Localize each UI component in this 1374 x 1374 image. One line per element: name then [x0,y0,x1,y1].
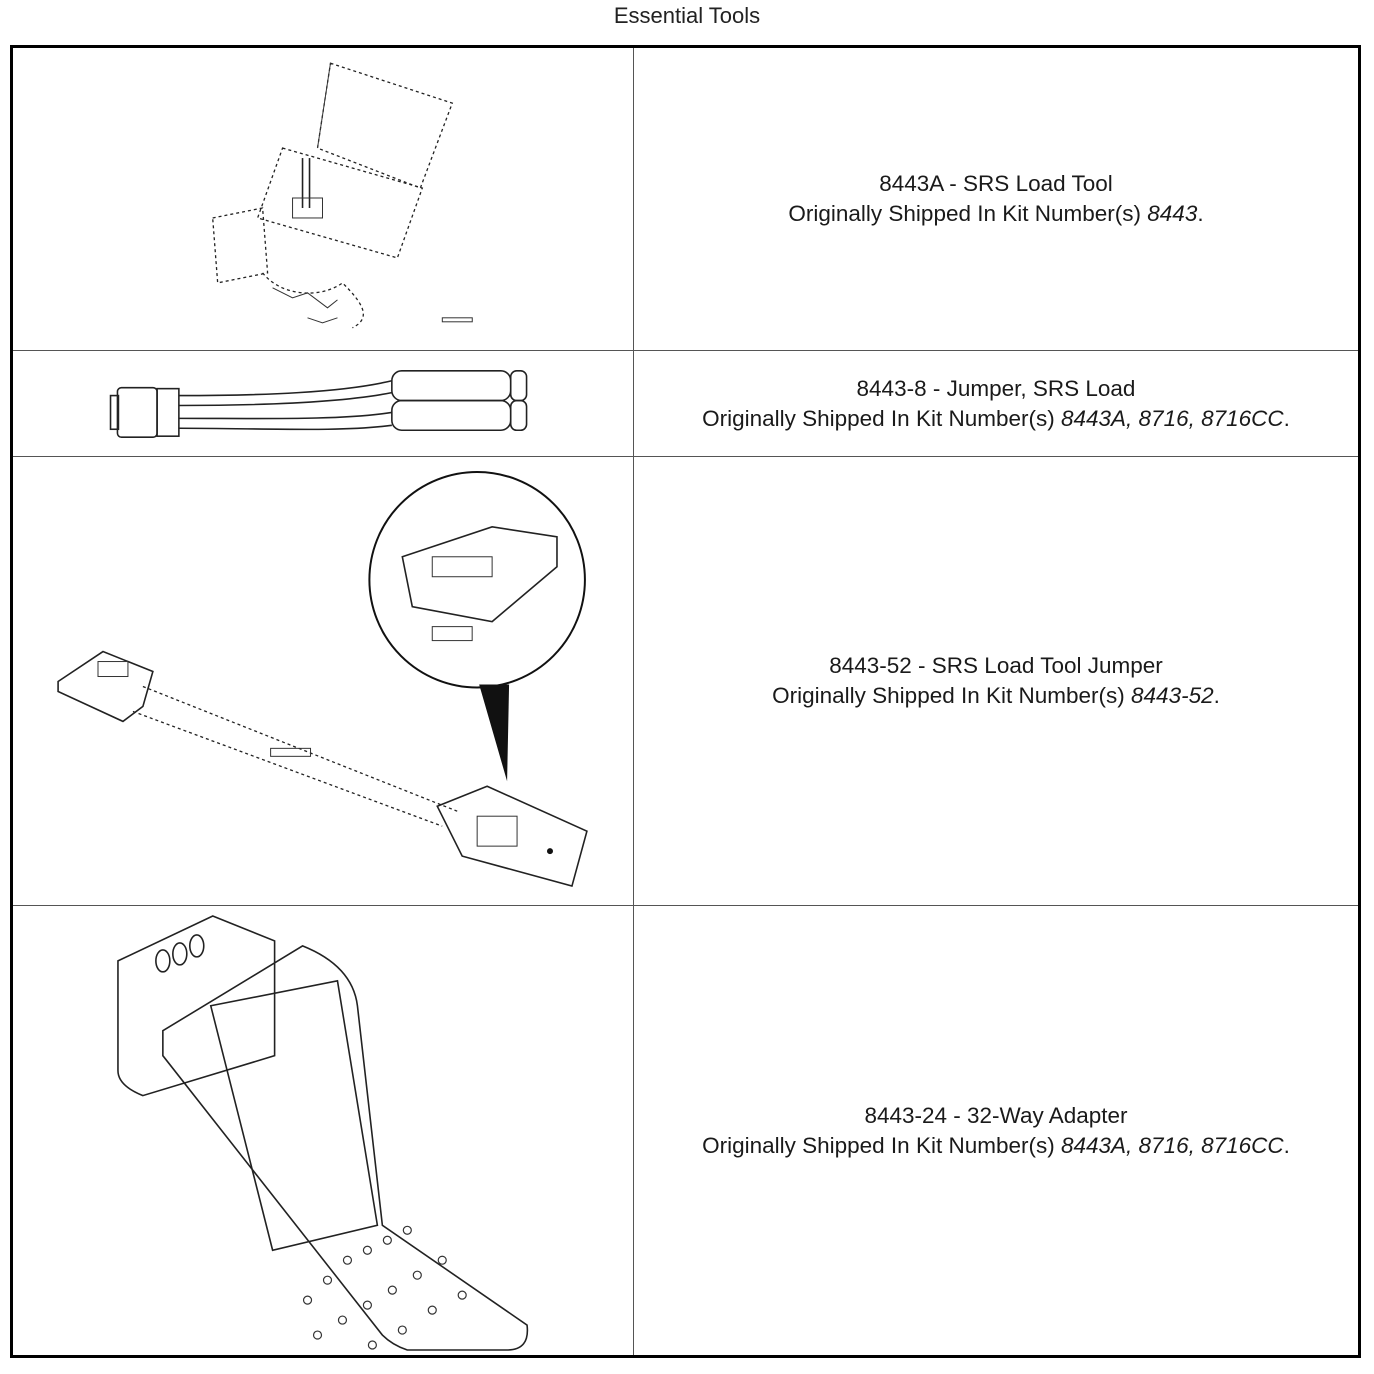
adapter-illustration [117,915,529,1351]
jumper-harness-illustration [57,470,588,888]
tool-shipped-line: Originally Shipped In Kit Number(s) 8443… [702,405,1290,431]
tool-name: 8443-24 - 32-Way Adapter [864,1102,1128,1128]
tool-image-cell [13,457,634,905]
tool-row-8443a: 8443A - SRS Load Tool Originally Shipped… [13,48,1358,350]
tool-name: 8443-52 - SRS Load Tool Jumper [829,653,1163,678]
tool-description: 8443-52 - SRS Load Tool Jumper Originall… [634,457,1358,905]
tool-row-8443-52: 8443-52 - SRS Load Tool Jumper Originall… [13,456,1358,905]
tool-description: 8443A - SRS Load Tool Originally Shipped… [634,48,1358,350]
shipped-prefix: Originally Shipped In Kit Number(s) [702,405,1055,431]
tool-description: 8443-24 - 32-Way Adapter Originally Ship… [634,906,1358,1355]
srs-load-tool-illustration [211,62,473,329]
tool-shipped-line: Originally Shipped In Kit Number(s) 8443… [788,201,1204,226]
tool-name: 8443-8 - Jumper, SRS Load [856,375,1136,401]
kit-numbers: 8443A, 8716, 8716CC [1060,405,1284,431]
kit-numbers: 8443 [1147,201,1198,226]
shipped-prefix: Originally Shipped In Kit Number(s) [788,201,1142,226]
tool-image-cell [13,48,634,350]
tool-row-8443-24: 8443-24 - 32-Way Adapter Originally Ship… [13,905,1358,1355]
kit-numbers: 8443-52 [1131,683,1214,708]
jumper-cable-illustration [109,370,528,438]
kit-numbers: 8443A, 8716, 8716CC [1060,1132,1284,1158]
tool-shipped-line: Originally Shipped In Kit Number(s) 8443… [772,683,1220,708]
shipped-prefix: Originally Shipped In Kit Number(s) [702,1132,1055,1158]
tool-shipped-line: Originally Shipped In Kit Number(s) 8443… [702,1132,1290,1158]
tool-description: 8443-8 - Jumper, SRS Load Originally Shi… [634,351,1358,456]
tool-image-cell [13,351,634,456]
tool-row-8443-8: 8443-8 - Jumper, SRS Load Originally Shi… [13,350,1358,456]
shipped-prefix: Originally Shipped In Kit Number(s) [772,683,1125,708]
tool-image-cell [13,906,634,1355]
tools-table: 8443A - SRS Load Tool Originally Shipped… [10,45,1361,1358]
tool-name: 8443A - SRS Load Tool [879,171,1113,196]
page-title: Essential Tools [613,3,761,28]
